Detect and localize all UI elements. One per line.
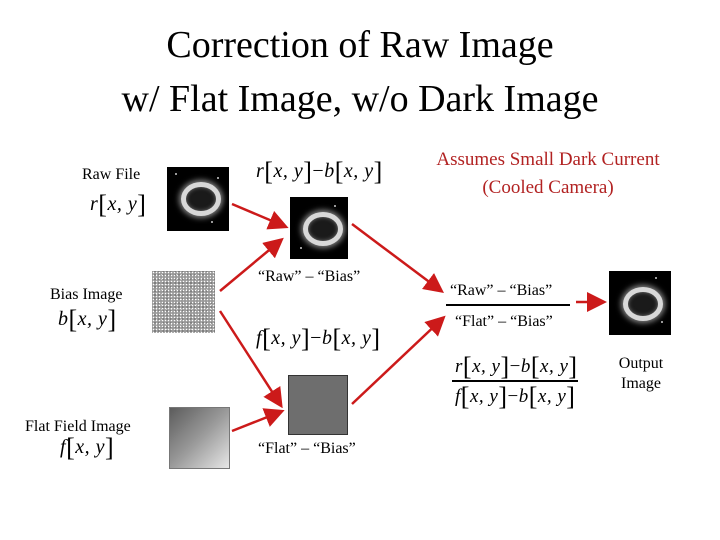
title-line-2: w/ Flat Image, w/o Dark Image (121, 78, 599, 120)
arrow-raw-to-diff (231, 202, 289, 230)
formula-func-f: f (256, 327, 263, 349)
arrow-flat-to-diff (231, 408, 285, 433)
assumption-note-line-2: (Cooled Camera) (482, 177, 614, 198)
formula-func-b: b (321, 327, 333, 349)
formula-minus: − (507, 386, 519, 407)
flat-field-image (169, 407, 230, 469)
flat-func-args: x, y (75, 436, 105, 458)
numerator-formula: r[x, y]−b[x, y] (455, 352, 578, 381)
formula-args: x, y (343, 160, 374, 182)
formula-args: x, y (271, 327, 301, 349)
formula-args: x, y (341, 327, 372, 349)
nebula-ring (181, 182, 221, 216)
formula-func-r: r (256, 160, 265, 182)
fraction-bar-formula (452, 380, 578, 382)
output-image (609, 271, 671, 335)
title-line-1: Correction of Raw Image (166, 24, 554, 66)
nebula-ring (623, 287, 663, 321)
formula-minus: − (310, 327, 322, 349)
formula-args: x, y (273, 160, 304, 182)
flat-function: f[x, y] (60, 433, 115, 462)
numerator-label: “Raw” – “Bias” (450, 282, 553, 299)
star (300, 247, 302, 249)
fraction-bar-labels (446, 304, 570, 306)
raw-func-args: x, y (107, 193, 138, 215)
assumption-note-line-1: Assumes Small Dark Current (436, 149, 660, 170)
arrow-bias-to-flat-diff (218, 310, 283, 409)
flat-minus-bias-label: “Flat” – “Bias” (258, 440, 356, 457)
output-label-line-1: Output (618, 355, 664, 372)
formula-func-b: b (520, 356, 531, 377)
bias-func-name: b (58, 308, 69, 330)
raw-image (167, 167, 229, 231)
star (661, 321, 663, 323)
middle-flat-formula: f[x, y]−b[x, y] (256, 324, 381, 353)
raw-minus-bias-image (290, 197, 348, 259)
arrow-flat-diff-to-ratio (351, 315, 446, 405)
middle-top-formula: r[x, y]−b[x, y] (256, 157, 383, 186)
flat-field-label: Flat Field Image (25, 418, 131, 435)
formula-func-b: b (324, 160, 335, 182)
formula-func-r: r (455, 356, 463, 377)
denominator-label: “Flat” – “Bias” (455, 313, 553, 330)
arrow-bias-to-raw-diff (219, 237, 284, 292)
raw-file-label: Raw File (82, 166, 141, 183)
formula-args: x, y (537, 386, 567, 407)
denominator-formula: f[x, y]−b[x, y] (455, 382, 576, 411)
star (217, 177, 219, 179)
output-label-line-2: Image (621, 375, 661, 392)
bias-image-label: Bias Image (50, 286, 123, 303)
nebula-ring (303, 212, 343, 246)
arrow-raw-diff-to-ratio (351, 223, 444, 293)
formula-func-b: b (518, 386, 529, 407)
raw-func-name: r (90, 193, 99, 215)
formula-args: x, y (540, 356, 569, 377)
formula-minus: − (509, 356, 521, 377)
flat-func-name: f (60, 436, 67, 458)
bias-function: b[x, y] (58, 305, 117, 334)
flat-minus-bias-image (288, 375, 348, 435)
star (211, 221, 213, 223)
star (655, 277, 657, 279)
bias-image (152, 271, 215, 333)
bias-func-args: x, y (77, 308, 108, 330)
formula-args: x, y (472, 356, 501, 377)
formula-func-f: f (455, 386, 461, 407)
formula-args: x, y (469, 386, 499, 407)
raw-minus-bias-label: “Raw” – “Bias” (258, 268, 361, 285)
star (334, 205, 336, 207)
formula-minus: − (312, 160, 325, 182)
raw-function: r[x, y] (90, 190, 147, 219)
assumption-note: Assumes Small Dark Current (Cooled Camer… (398, 146, 698, 202)
output-label: Output Image (612, 354, 670, 394)
star (175, 173, 177, 175)
